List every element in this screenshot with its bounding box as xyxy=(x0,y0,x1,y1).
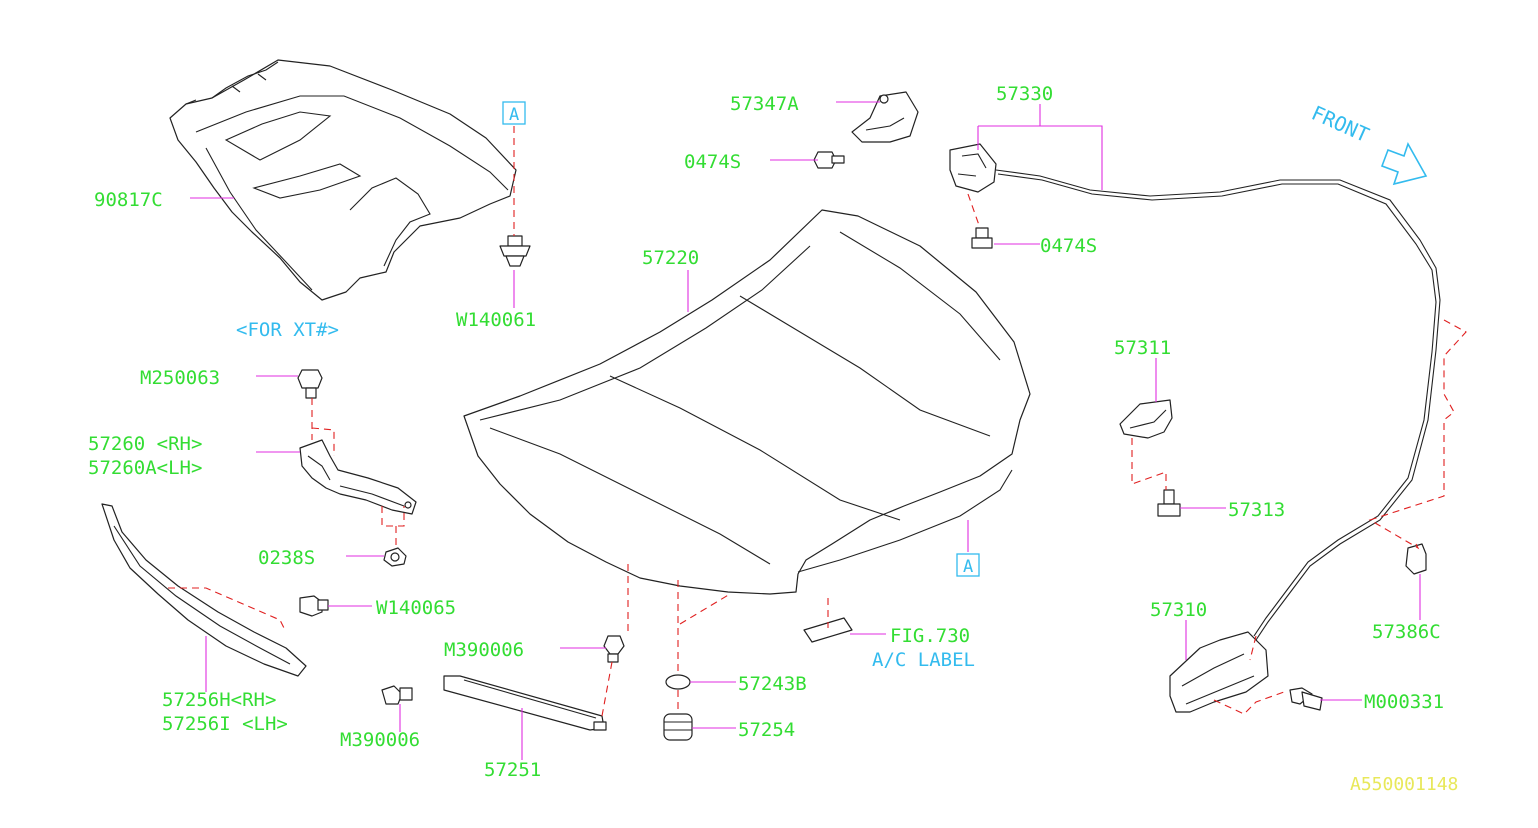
label-m000331: M000331 xyxy=(1364,691,1444,713)
bolt-0474s-top-part xyxy=(813,151,845,169)
label-57313: 57313 xyxy=(1228,499,1285,521)
label-m250063: M250063 xyxy=(140,367,220,389)
bracket-57347a-part xyxy=(851,91,919,143)
under-hood-cover-part xyxy=(169,59,517,301)
hood-striker-part xyxy=(1119,399,1173,439)
label-m390006-upper: M390006 xyxy=(444,639,524,661)
label-57386c: 57386C xyxy=(1372,621,1441,643)
ac-label-part xyxy=(803,617,853,643)
callout-a-top-text: A xyxy=(509,105,519,125)
bolt-57313-part xyxy=(1157,489,1181,517)
label-w140065: W140065 xyxy=(376,597,456,619)
dashed-assembly-guides xyxy=(168,126,1467,717)
hood-seal-part xyxy=(101,503,307,677)
front-direction-arrow-icon xyxy=(1380,142,1428,186)
clip-w140061-part xyxy=(499,235,531,267)
hood-hinge-part xyxy=(299,439,417,515)
front-direction-indicator: FRONT xyxy=(1308,101,1428,186)
label-57310: 57310 xyxy=(1150,599,1207,621)
nut-0238s-part xyxy=(383,547,407,567)
bolt-m390006-lower-part xyxy=(381,685,413,705)
label-0474s-top: 0474S xyxy=(684,151,741,173)
leader-lines xyxy=(190,101,1421,760)
label-57260a-lh: 57260A<LH> xyxy=(88,457,202,479)
diagram-reference-code: A550001148 xyxy=(1350,774,1458,795)
callout-a-bottom-text: A xyxy=(963,557,973,577)
hood-stay-strut-part xyxy=(443,675,607,731)
label-for-xt: <FOR XT#> xyxy=(236,319,339,341)
label-57330: 57330 xyxy=(996,83,1053,105)
clip-57386c-part xyxy=(1405,543,1427,575)
callout-a-top: A xyxy=(502,101,526,125)
bolt-0474s-right-part xyxy=(971,227,993,249)
label-w140061: W140061 xyxy=(456,309,536,331)
label-57256i-lh: 57256I <LH> xyxy=(162,713,288,735)
label-fig730: FIG.730 xyxy=(890,625,970,647)
bolt-m000331-part xyxy=(1289,687,1323,711)
callout-a-bottom: A xyxy=(956,553,980,577)
label-57251: 57251 xyxy=(484,759,541,781)
front-label: FRONT xyxy=(1308,101,1373,147)
label-57243b: 57243B xyxy=(738,673,807,695)
label-0238s: 0238S xyxy=(258,547,315,569)
label-0474s-right: 0474S xyxy=(1040,235,1097,257)
clip-w140065-part xyxy=(299,595,329,617)
bolt-m390006-upper-part xyxy=(603,635,625,663)
hood-panel-part xyxy=(463,209,1031,595)
grommet-57243b-part xyxy=(665,674,691,690)
cushion-57254-part xyxy=(663,713,693,741)
label-ac-label: A/C LABEL xyxy=(872,649,975,671)
part-number-labels: 57347A 0474S 57330 0474S 90817C <FOR XT#… xyxy=(88,83,1458,795)
label-90817c: 90817C xyxy=(94,189,163,211)
hood-lock-part xyxy=(1169,631,1269,713)
label-57260-rh: 57260 <RH> xyxy=(88,433,202,455)
bolt-m250063-part xyxy=(297,369,323,399)
label-57220: 57220 xyxy=(642,247,699,269)
label-57311: 57311 xyxy=(1114,337,1171,359)
label-57347a: 57347A xyxy=(730,93,799,115)
hood-lock-cable-bracket-part xyxy=(949,143,997,193)
label-m390006-lower: M390006 xyxy=(340,729,420,751)
label-57256h-rh: 57256H<RH> xyxy=(162,689,276,711)
hood-release-cable-part xyxy=(995,169,1441,641)
label-57254: 57254 xyxy=(738,719,795,741)
